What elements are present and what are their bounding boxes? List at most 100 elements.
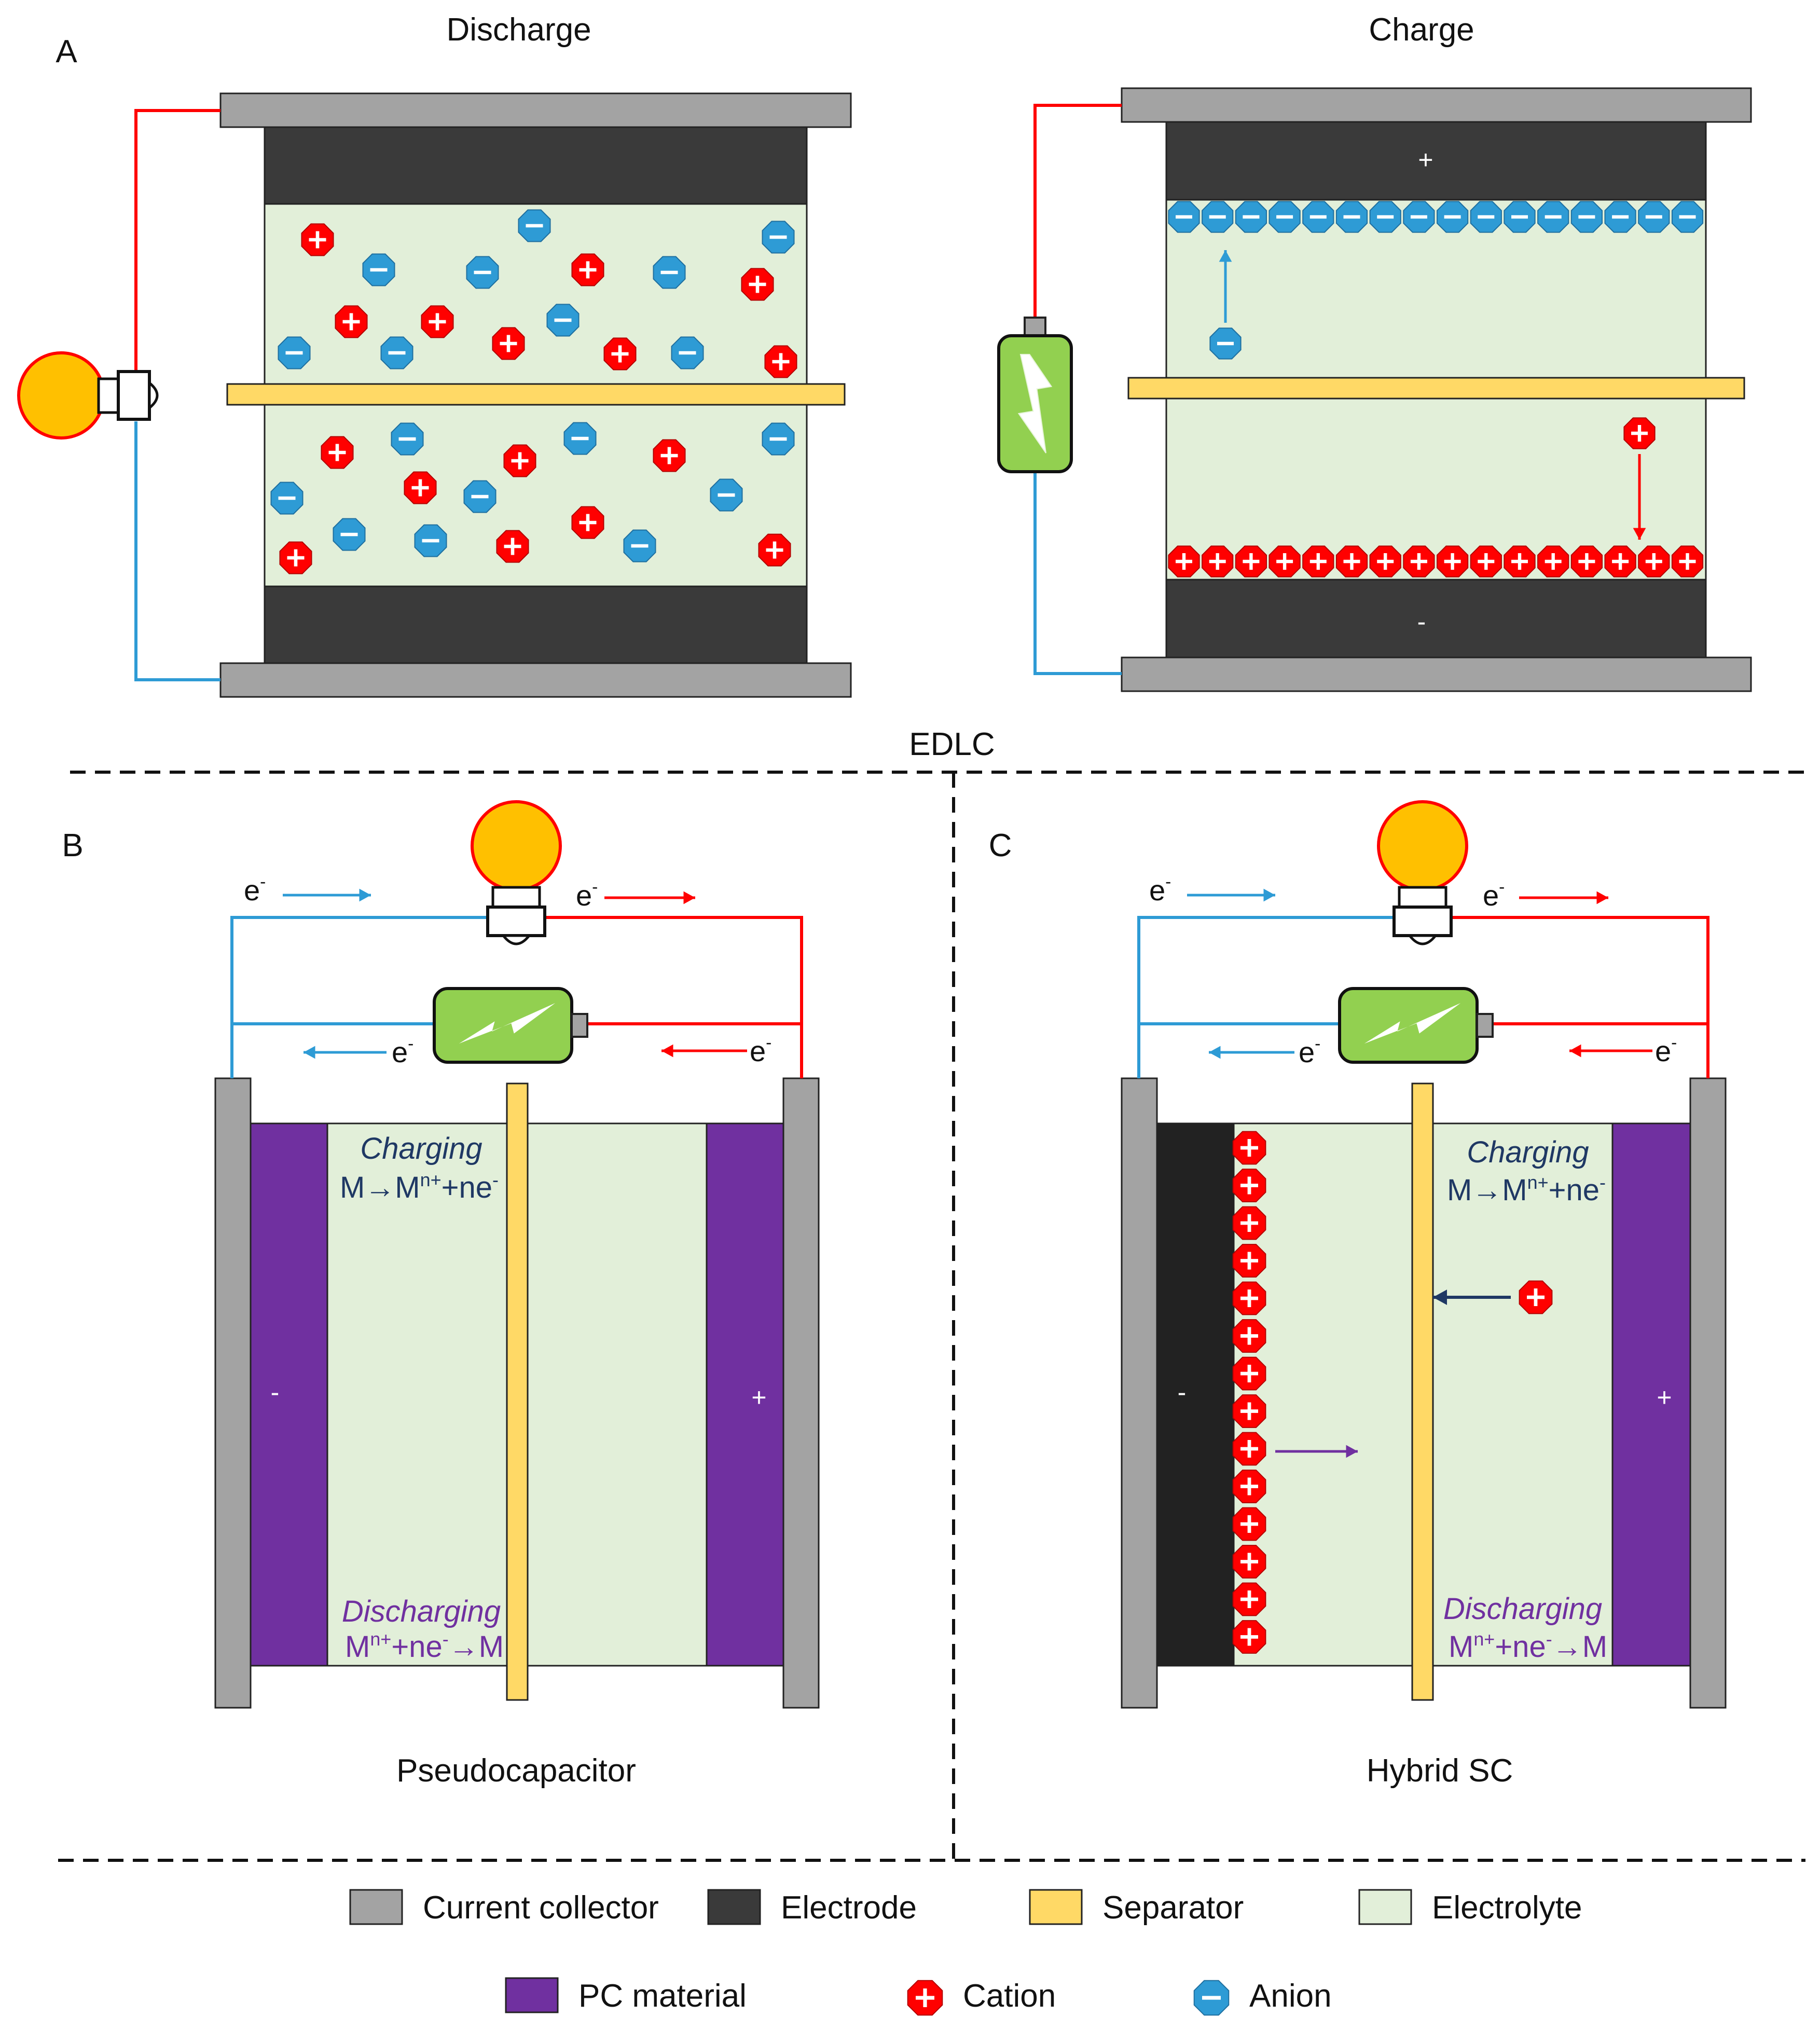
current-collector-top bbox=[1121, 87, 1752, 123]
anion-ion bbox=[1335, 201, 1368, 233]
arrow-head bbox=[359, 888, 371, 902]
cation-ion bbox=[1269, 545, 1301, 578]
charge-cell: +- bbox=[997, 87, 1752, 692]
charge-title: Charge bbox=[1369, 12, 1474, 48]
bulb-base bbox=[117, 370, 151, 421]
legend-label: Electrode bbox=[781, 1890, 917, 1926]
hybrid-sc-label: Hybrid SC bbox=[1367, 1753, 1513, 1789]
anion-ion bbox=[1302, 201, 1334, 233]
legend-item-cation: Cation bbox=[907, 1978, 1056, 2016]
anion-ion bbox=[466, 256, 499, 289]
arrow-head bbox=[1569, 1044, 1581, 1058]
anion-ion bbox=[1235, 201, 1267, 233]
electron-label: e- bbox=[1299, 1034, 1320, 1068]
legend-item-anion: Anion bbox=[1193, 1978, 1332, 2016]
charging-equation: M→Mn++ne- bbox=[340, 1169, 499, 1204]
cation-ion bbox=[1232, 1206, 1266, 1240]
arrow-head bbox=[1633, 528, 1646, 540]
arrow-head bbox=[1346, 1445, 1358, 1458]
current-collector-top bbox=[219, 92, 852, 128]
anion-ion bbox=[1604, 201, 1636, 233]
electrode-sign-negative: - bbox=[271, 1378, 280, 1407]
cation-ion bbox=[1232, 1394, 1266, 1428]
anion-ion bbox=[671, 336, 704, 369]
cation-ion bbox=[1232, 1131, 1266, 1165]
cation-ion bbox=[1232, 1507, 1266, 1541]
battery-terminal bbox=[571, 1013, 588, 1038]
electrode-sign-positive: + bbox=[1418, 145, 1433, 174]
anion-ion bbox=[1537, 201, 1569, 233]
discharging-equation: Mn++ne-→M bbox=[1449, 1628, 1607, 1664]
anion-ion bbox=[1638, 201, 1670, 233]
cation-ion bbox=[603, 337, 637, 371]
legend-item-pc-material: PC material bbox=[505, 1977, 747, 2014]
panel-c-letter: C bbox=[989, 828, 1012, 863]
cation-ion bbox=[1232, 1582, 1266, 1616]
arrow bbox=[661, 1044, 747, 1058]
cation-ion bbox=[764, 345, 797, 378]
anion-ion bbox=[1403, 201, 1435, 233]
bulb-tip bbox=[148, 380, 159, 411]
anion-ion bbox=[270, 482, 304, 515]
cation-ion bbox=[496, 530, 529, 563]
arrow bbox=[1519, 891, 1608, 904]
separator bbox=[1411, 1082, 1434, 1701]
cation-ion bbox=[1570, 545, 1603, 578]
cation-ion bbox=[1671, 545, 1704, 578]
current-collector-left bbox=[214, 1077, 252, 1709]
current-collector-right bbox=[1689, 1077, 1727, 1709]
current-collector-bottom bbox=[219, 662, 852, 698]
electron-label: e- bbox=[1483, 877, 1505, 912]
anion-ion bbox=[1369, 201, 1401, 233]
electron-label: e- bbox=[244, 872, 266, 907]
legend-label: Anion bbox=[1249, 1978, 1332, 2014]
cation-ion bbox=[1232, 1169, 1266, 1202]
cation-ion bbox=[1168, 545, 1200, 578]
bulb-glass bbox=[471, 800, 562, 891]
legend-swatch bbox=[349, 1889, 403, 1925]
cation-ion bbox=[421, 305, 454, 338]
panel-b-pseudocapacitor: B-+e-e-e-e-ChargingM→Mn++ne-DischargingM… bbox=[62, 800, 820, 1789]
cation-ion bbox=[1519, 1280, 1553, 1314]
electrode-sign-positive: + bbox=[1657, 1383, 1672, 1412]
anion-ion bbox=[1202, 201, 1234, 233]
cation-ion bbox=[1232, 1356, 1266, 1391]
cation-ion bbox=[1232, 1244, 1266, 1278]
panel-c-hybrid-sc: C-+e-e-e-e-ChargingM→Mn++ne-DischargingM… bbox=[989, 800, 1727, 1789]
anion-ion bbox=[1570, 201, 1603, 233]
cation-ion bbox=[1437, 545, 1469, 578]
cation-ion bbox=[1232, 1319, 1266, 1353]
cation-ion bbox=[1604, 545, 1636, 578]
cation-ion bbox=[741, 268, 774, 301]
arrow bbox=[1569, 1044, 1652, 1058]
anion-ion bbox=[1168, 201, 1200, 233]
battery-body bbox=[433, 987, 573, 1064]
cation-ion bbox=[1470, 545, 1502, 578]
cation-ion bbox=[1232, 1545, 1266, 1579]
electrode-bottom bbox=[1165, 579, 1707, 659]
bulb-neck bbox=[1398, 886, 1447, 910]
arrow-head bbox=[1263, 888, 1275, 902]
cation-ion bbox=[571, 506, 604, 539]
legend-label: Separator bbox=[1102, 1890, 1244, 1926]
legend-swatch bbox=[1358, 1889, 1412, 1925]
legend-label: Current collector bbox=[423, 1890, 659, 1926]
arrow bbox=[283, 888, 371, 902]
arrow-head bbox=[1209, 1046, 1221, 1059]
anion-ion bbox=[1504, 201, 1536, 233]
battery bbox=[433, 987, 588, 1064]
legend-label: Cation bbox=[963, 1978, 1056, 2014]
cation-ion bbox=[1638, 545, 1670, 578]
arrow bbox=[1187, 888, 1275, 902]
electrode-top bbox=[264, 126, 808, 205]
arrow-head bbox=[1219, 250, 1232, 262]
electron-label: e- bbox=[392, 1034, 413, 1068]
electron-label: e- bbox=[750, 1033, 771, 1067]
electrode-bottom bbox=[264, 585, 808, 664]
cation-ion bbox=[653, 439, 686, 472]
cation-ion bbox=[1504, 545, 1536, 578]
discharge-title: Discharge bbox=[446, 12, 591, 48]
battery-body bbox=[1338, 987, 1479, 1064]
